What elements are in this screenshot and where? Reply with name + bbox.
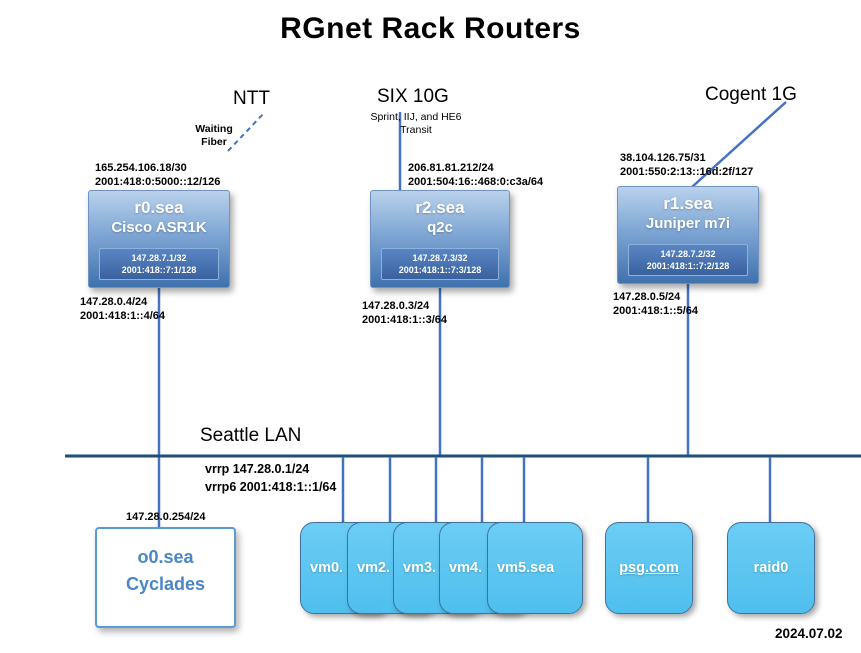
router-r2: r2.sea q2c 147.28.7.3/32 2001:418:1::7:3… [370, 190, 510, 288]
r2-wan-addresses: 206.81.81.212/24 2001:504:16::468:0:c3a/… [408, 162, 544, 189]
psg-label: psg.com [619, 560, 679, 576]
uplink-cogent-label: Cogent 1G [705, 84, 797, 105]
r1-lan-addresses: 147.28.0.5/24 2001:418:1::5/64 [613, 291, 699, 318]
console-name: o0.sea [137, 547, 194, 567]
vrrp-addresses: vrrp 147.28.0.1/24 vrrp6 2001:418:1::1/6… [205, 462, 337, 494]
psg-box: psg.com [605, 522, 693, 614]
router-r2-name: r2.sea [415, 198, 465, 217]
uplink-six-note: Sprint, IIJ, and HE6 Transit [370, 111, 462, 137]
uplink-ntt-note: Waiting Fiber [195, 123, 233, 149]
raid0-box: raid0 [727, 522, 815, 614]
vm3-label: vm3. [403, 560, 437, 576]
vm4-label: vm4. [449, 560, 483, 576]
r0-wan-addresses: 165.254.106.18/30 2001:418:0:5000::12/12… [95, 162, 221, 189]
router-r0-loopback: 147.28.7.1/32 2001:418::7:1/128 [99, 247, 219, 280]
router-r1-model: Juniper m7i [645, 215, 731, 232]
r2-lan-addresses: 147.28.0.3/24 2001:418:1::3/64 [362, 300, 448, 327]
page-title: RGnet Rack Routers [280, 12, 581, 45]
console-box: o0.sea Cyclades [95, 527, 236, 628]
router-r2-loopback: 147.28.7.3/32 2001:418:1::7:3/128 [381, 247, 499, 280]
router-r0: r0.sea Cisco ASR1K 147.28.7.1/32 2001:41… [88, 190, 230, 288]
router-r0-name: r0.sea [134, 198, 184, 217]
uplink-six-label: SIX 10G [377, 86, 449, 107]
router-r1-name: r1.sea [663, 194, 713, 213]
r0-lan-addresses: 147.28.0.4/24 2001:418:1::4/64 [80, 296, 166, 323]
vm0-label: vm0. [310, 560, 344, 576]
seattle-lan-label: Seattle LAN [200, 425, 302, 446]
router-r1: r1.sea Juniper m7i 147.28.7.2/32 2001:41… [617, 186, 759, 284]
date-label: 2024.07.02 [775, 626, 843, 641]
console-model: Cyclades [125, 574, 206, 594]
console-ip: 147.28.0.254/24 [126, 511, 206, 523]
vm2-label: vm2. [357, 560, 391, 576]
router-r0-model: Cisco ASR1K [111, 219, 207, 236]
cogent-uplink-line [691, 101, 787, 188]
vm5-box: vm5.sea [487, 522, 583, 614]
vm5-label: vm5.sea [497, 560, 555, 576]
router-r2-model: q2c [427, 219, 453, 236]
uplink-ntt-label: NTT [233, 88, 270, 109]
raid0-label: raid0 [753, 560, 789, 576]
router-r1-loopback: 147.28.7.2/32 2001:418:1::7:2/128 [628, 243, 748, 276]
r1-wan-addresses: 38.104.126.75/31 2001:550:2:13::16d:2f/1… [620, 152, 754, 179]
